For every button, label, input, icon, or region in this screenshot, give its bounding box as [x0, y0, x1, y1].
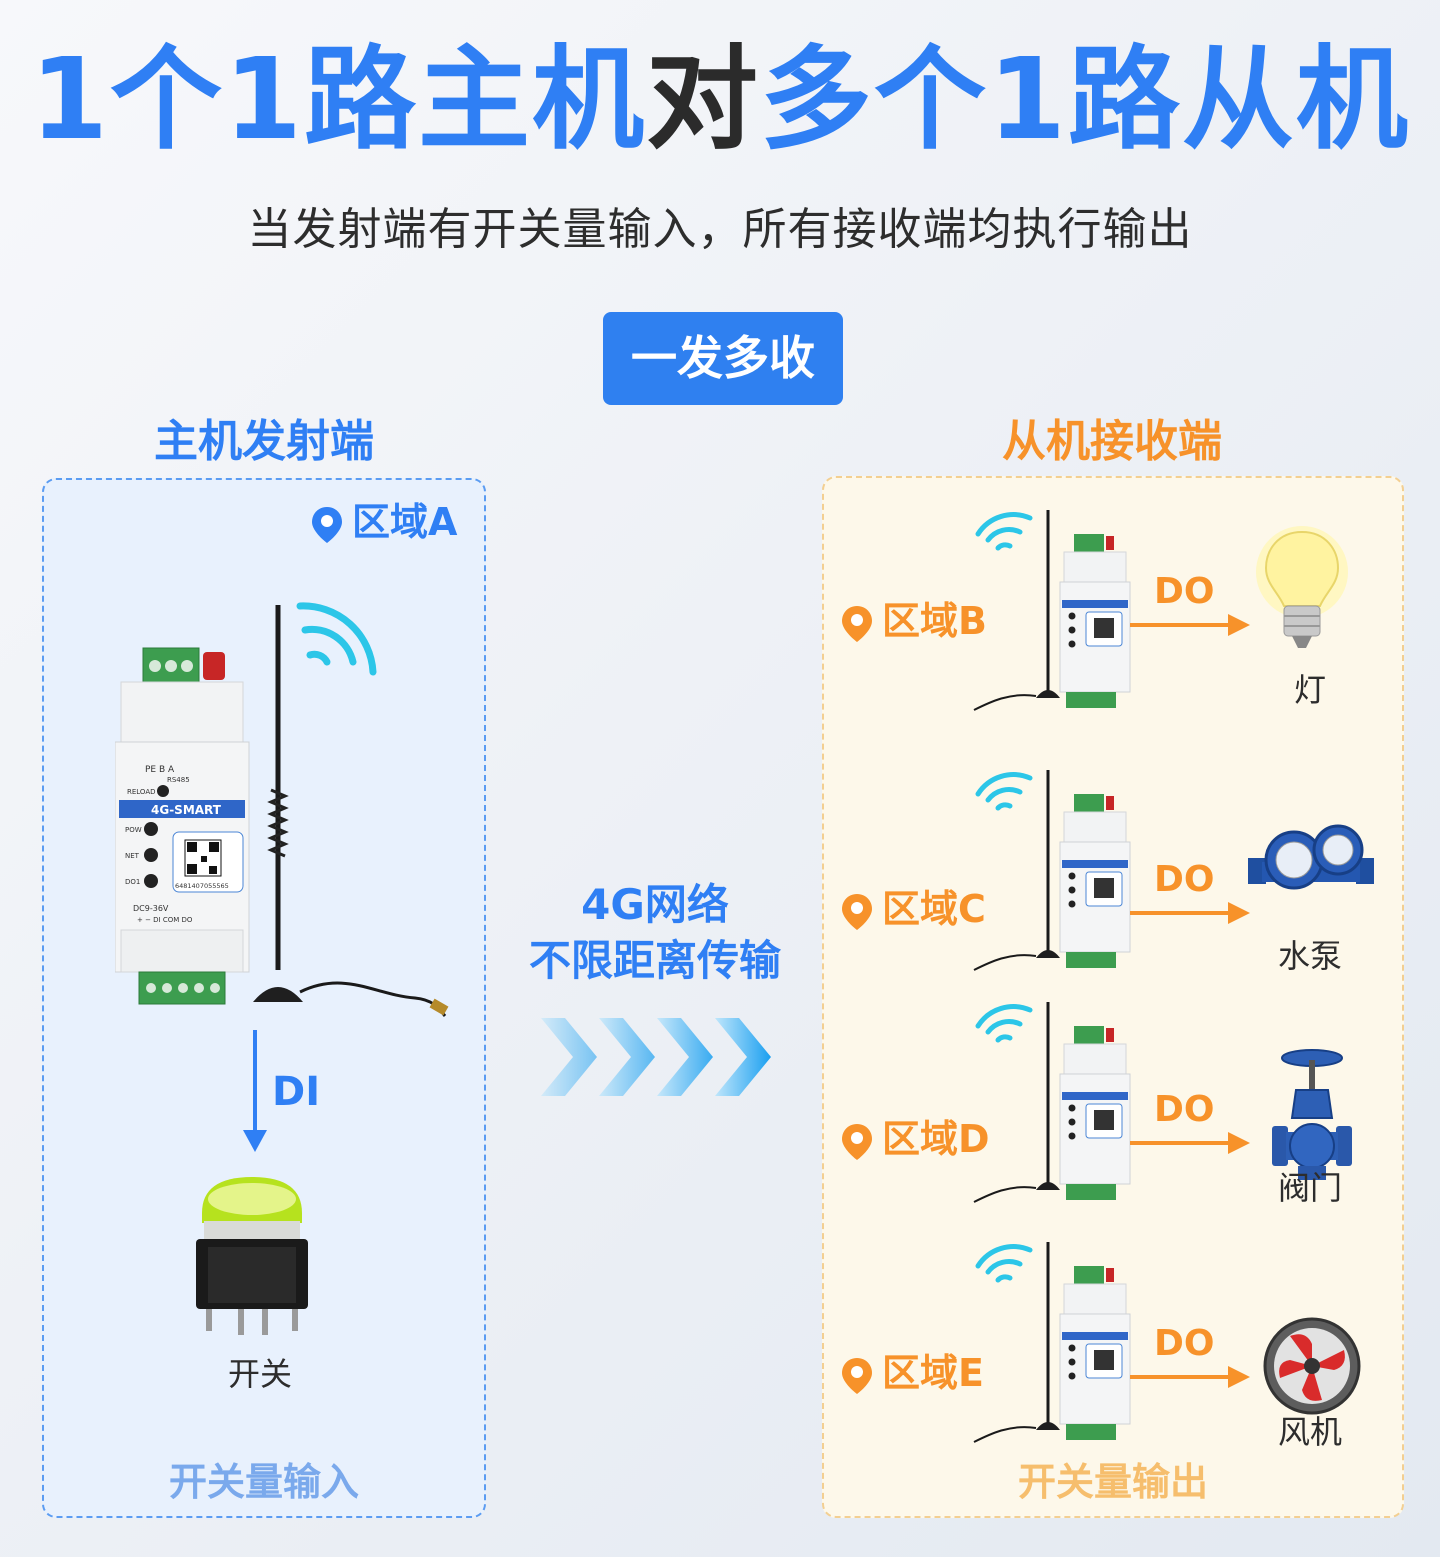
do-label: DO: [1154, 1089, 1215, 1130]
device-do1: DO1: [125, 878, 140, 886]
wireless-signal-icon: [975, 1004, 1033, 1043]
do-arrow-icon: [1130, 1366, 1250, 1388]
receiver-region-text: 区域C: [882, 887, 986, 931]
device-terminals-bottom: + − DI COM DO: [137, 916, 193, 924]
wireless-signal-icon: [975, 512, 1033, 551]
device-pow: POW: [125, 826, 142, 834]
do-arrow-icon: [1130, 614, 1250, 636]
do-arrow-icon: [1130, 1132, 1250, 1154]
output-device-icon: [1262, 1316, 1362, 1420]
output-device-label: 水泵: [1277, 937, 1342, 975]
transmission-label: 不限距离传输: [528, 936, 781, 985]
wireless-signal-icon: [975, 1244, 1033, 1283]
receiver-device: [970, 506, 1135, 720]
network-label: 4G网络: [581, 880, 729, 929]
device-terminals-top: PE B A: [145, 765, 175, 775]
do-arrow-icon: [1130, 902, 1250, 924]
switch-label: 开关: [227, 1355, 292, 1393]
title-part-host: 1个1路主机: [30, 35, 646, 165]
receiver-row: 区域C DO 水泵: [822, 760, 1404, 1000]
receiver-region-label: 区域D: [840, 1114, 990, 1164]
receiver-region-text: 区域B: [882, 599, 987, 643]
receiver-region-label: 区域C: [840, 884, 986, 934]
antenna-icon: [253, 605, 449, 1017]
antenna-icon: [973, 510, 1060, 711]
region-a-label: 区域A: [310, 497, 457, 547]
mode-badge: 一发多收: [603, 312, 843, 405]
receiver-region-label: 区域B: [840, 596, 987, 646]
receiver-device: [970, 998, 1135, 1212]
location-pin-icon: [312, 506, 342, 543]
title-part-slaves: 多个1路从机: [759, 35, 1410, 165]
receiver-device: [970, 1238, 1135, 1452]
do-label: DO: [1154, 571, 1215, 612]
page-subtitle: 当发射端有开关量输入，所有接收端均执行输出: [247, 204, 1193, 255]
fan-icon: [1263, 1317, 1361, 1415]
device-power: DC9-36V: [133, 904, 169, 913]
receiver-region-text: 区域E: [882, 1351, 984, 1395]
location-pin-icon: [842, 893, 872, 930]
device-net: NET: [125, 852, 140, 860]
transmitter-title: 主机发射端: [154, 416, 374, 467]
location-pin-icon: [842, 605, 872, 642]
wireless-signal-icon: [975, 772, 1033, 811]
receiver-region-text: 区域D: [882, 1117, 990, 1161]
qr-code-icon: [184, 839, 222, 877]
antenna-icon: [973, 1002, 1060, 1203]
receiver-row: 区域E DO 风机: [822, 1240, 1404, 1480]
device-rs485: RS485: [167, 776, 190, 784]
device-model: 4G-SMART: [151, 803, 222, 817]
output-device-icon: [1272, 1048, 1352, 1192]
receiver-device-illustration: [973, 510, 1131, 711]
antenna-icon: [973, 770, 1060, 971]
water-pump-icon: [1248, 824, 1374, 890]
transmitter-footer: 开关量输入: [168, 1460, 359, 1504]
do-label: DO: [1154, 859, 1215, 900]
title-part-versus: 对: [645, 35, 760, 165]
output-device-label: 灯: [1293, 671, 1326, 709]
receiver-device-illustration: [973, 1002, 1131, 1203]
light-bulb-icon: [1256, 526, 1348, 648]
transmission-chevrons-icon: [541, 1018, 771, 1096]
region-a-text: 区域A: [352, 500, 458, 544]
receiver-device-illustration: [973, 770, 1131, 971]
wireless-signal-icon: [296, 602, 377, 676]
location-pin-icon: [842, 1357, 872, 1394]
page-title: 1个1路主机对多个1路从机: [0, 30, 1440, 170]
receiver-footer: 开关量输出: [1017, 1460, 1208, 1504]
device-reload: RELOAD: [127, 788, 156, 796]
receiver-device: [970, 766, 1135, 980]
di-label: DI: [272, 1069, 321, 1115]
device-serial: 6481407055565: [175, 882, 229, 890]
switch-icon: [196, 1177, 308, 1335]
di-arrow-icon: [243, 1030, 267, 1152]
output-device-label: 阀门: [1277, 1169, 1342, 1207]
host-device-illustration: PE B A RS485 RELOAD 4G-SMART POW NET DO1…: [115, 602, 449, 1017]
receiver-device-illustration: [973, 1242, 1131, 1443]
output-device-icon: [1246, 820, 1376, 904]
receiver-row: 区域D DO 阀门: [822, 1000, 1404, 1240]
antenna-icon: [973, 1242, 1060, 1443]
receiver-region-label: 区域E: [840, 1348, 984, 1398]
output-device-label: 风机: [1277, 1413, 1342, 1451]
output-device-icon: [1254, 524, 1350, 668]
receiver-title: 从机接收端: [1002, 416, 1222, 467]
do-label: DO: [1154, 1323, 1215, 1364]
location-pin-icon: [842, 1123, 872, 1160]
receiver-row: 区域B DO 灯: [822, 500, 1404, 740]
valve-icon: [1272, 1049, 1352, 1180]
